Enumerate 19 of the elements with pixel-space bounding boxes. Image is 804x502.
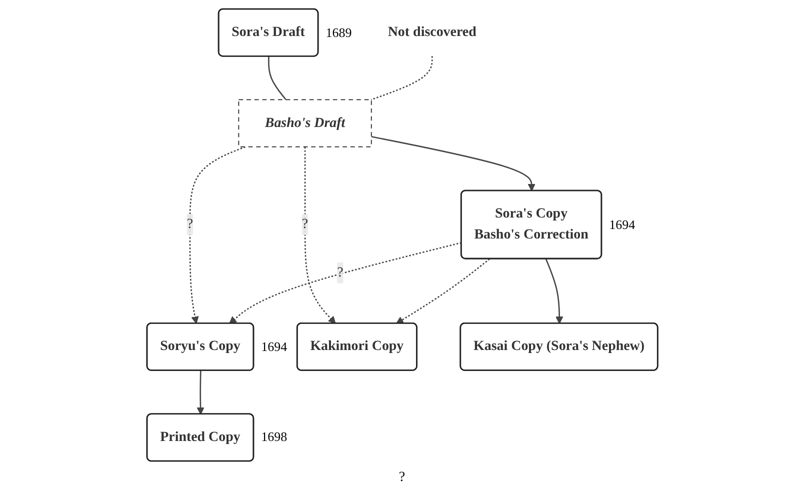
edge-label: ?	[302, 216, 308, 232]
edge-label: ?	[186, 216, 193, 232]
arrow	[370, 136, 536, 192]
note-text: ?	[398, 470, 406, 485]
year-text: 1698	[261, 429, 288, 446]
arrow	[228, 242, 462, 324]
arrow	[188, 146, 246, 324]
arrow	[396, 258, 490, 324]
node-text: Not discovered	[388, 24, 476, 40]
arrow	[304, 146, 336, 324]
year-text: 1694	[609, 216, 636, 233]
year-text: 1694	[261, 338, 288, 355]
arrow	[545, 258, 563, 324]
connector	[268, 56, 286, 100]
node-box	[238, 99, 372, 148]
connector	[370, 56, 432, 100]
arrow	[196, 370, 204, 415]
edge-label: ?	[336, 265, 344, 280]
year-text: 1689	[326, 24, 352, 41]
